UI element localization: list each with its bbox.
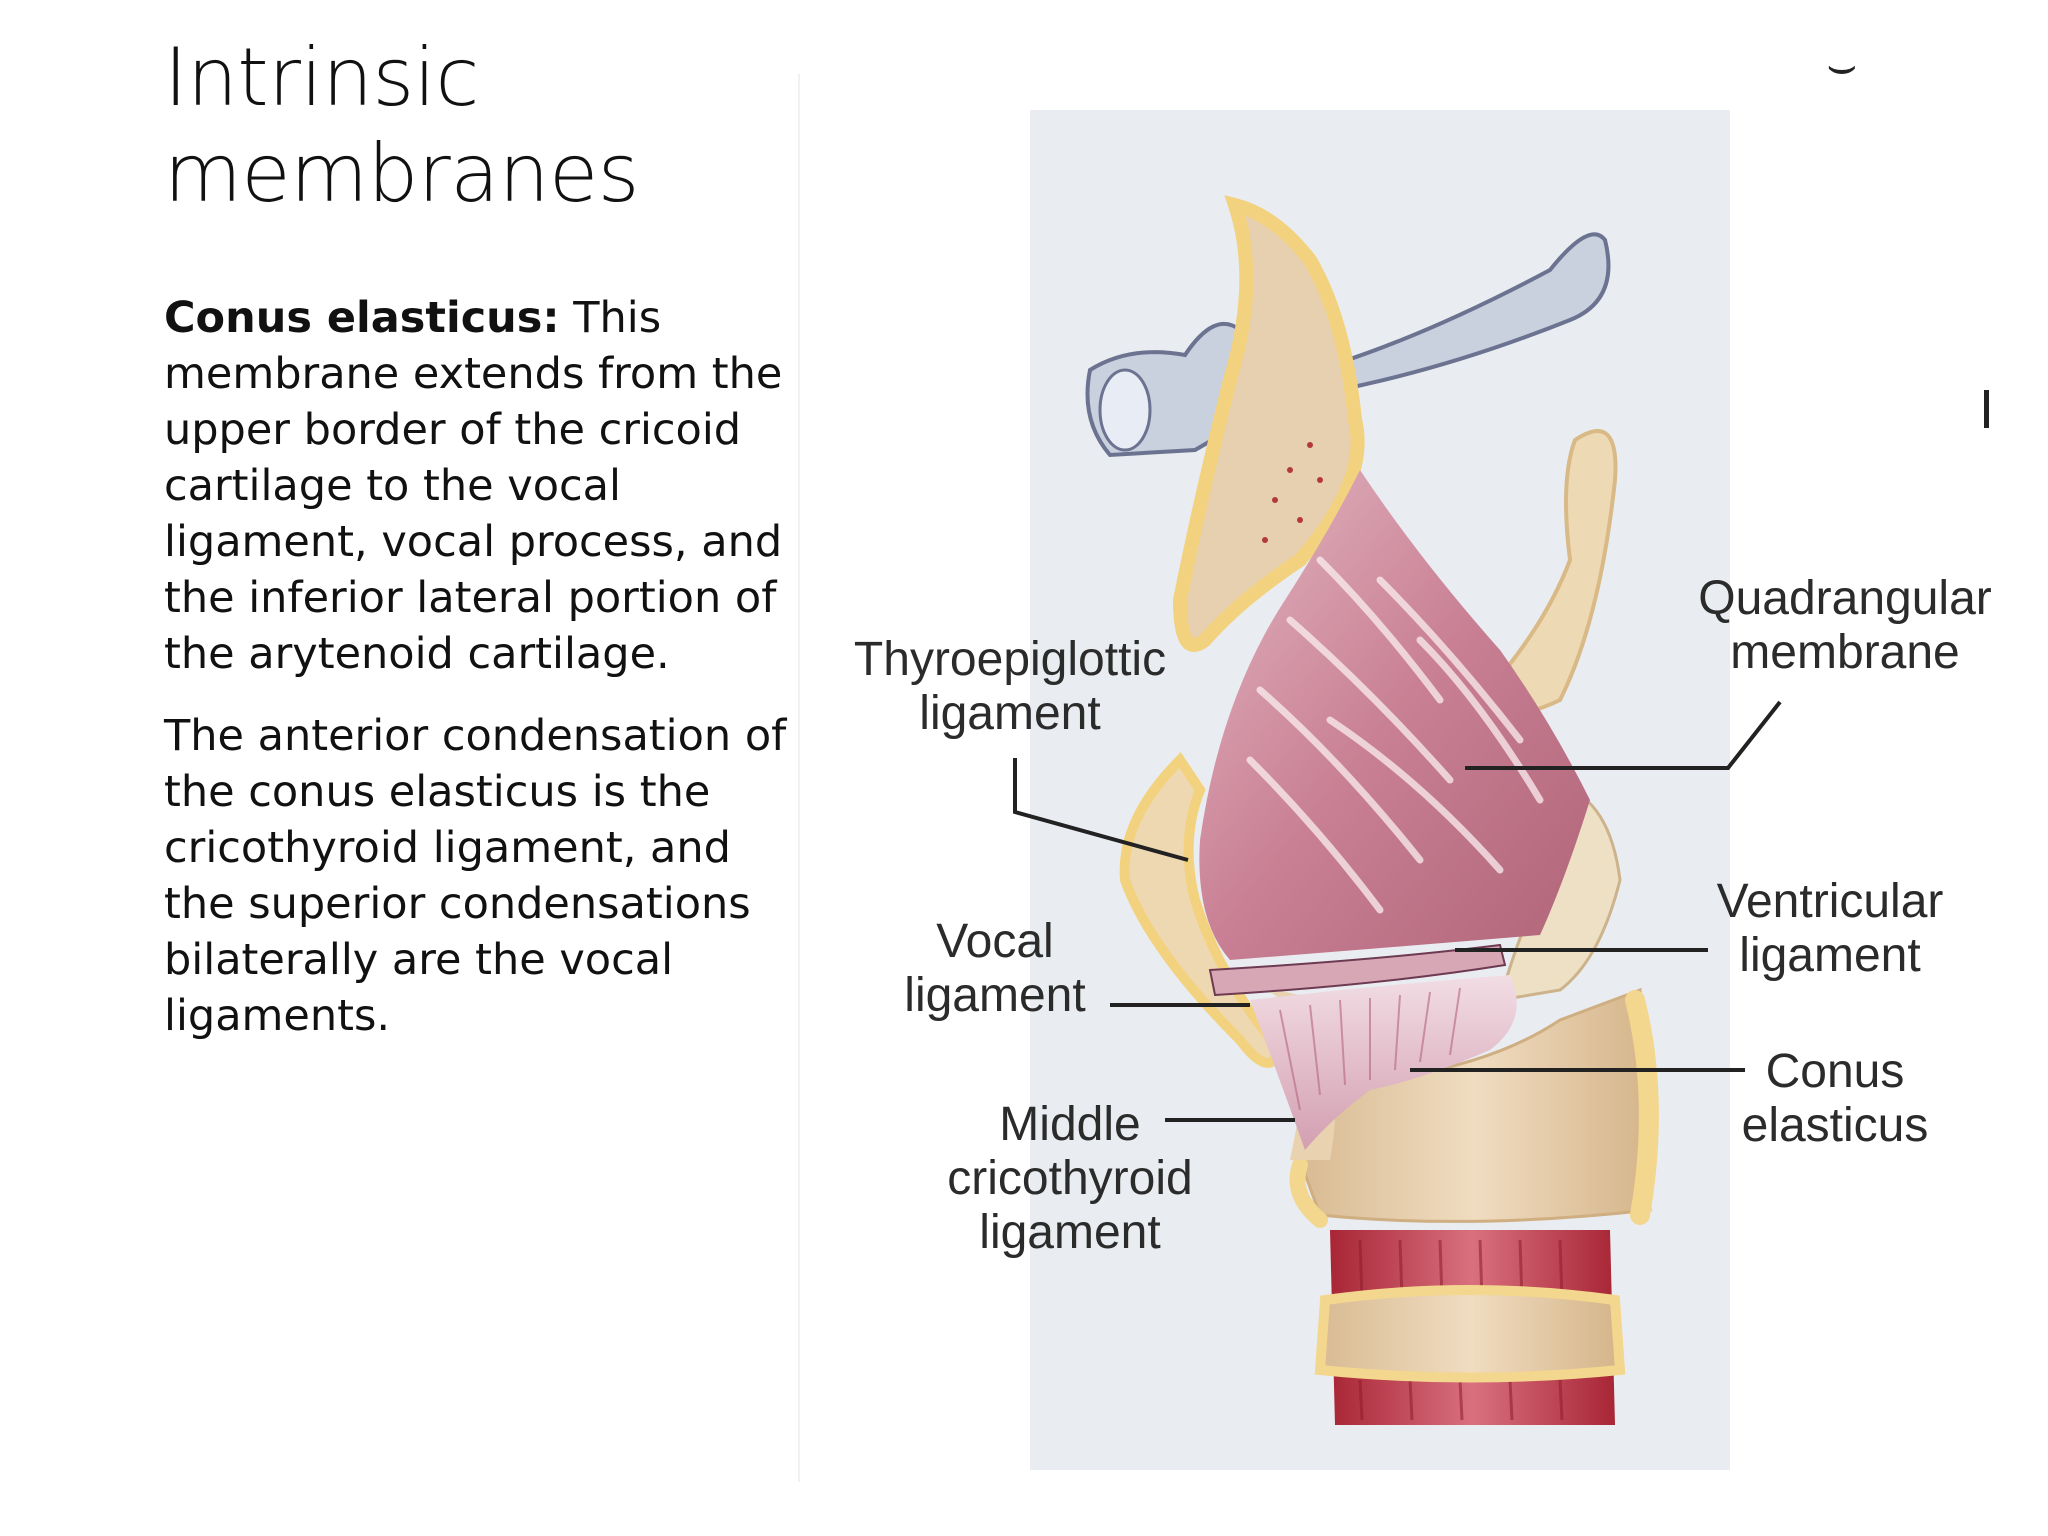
slide-title: Intrinsic membranes [164,31,639,220]
tracheal-ring [1314,1285,1626,1383]
slide-body: Conus elasticus: This membrane extends f… [164,290,804,1070]
leader-lines [1013,700,1782,1122]
label-ventricular-ligament: Ventricular ligament [1716,875,1944,982]
vocal-fold [1208,943,1507,997]
definition-conus-elasticus: This membrane extends from the upper bor… [164,293,783,679]
cropped-glyph-top: ⌣ [1826,39,1858,92]
term-conus-elasticus: Conus elasticus: [164,293,560,343]
conus-fibers [1279,987,1461,1111]
quadrangular-membrane [1199,470,1590,960]
leader-quadrangular [1465,700,1782,770]
label-conus-elasticus: Conus elasticus [1741,1045,1929,1152]
cropped-glyph-right [1984,390,1992,428]
cricoid-anterior-edge [1289,1157,1328,1228]
paragraph-condensations: The anterior condensation of the conus e… [164,711,787,1041]
hyoid-body-cut [1098,368,1152,452]
epiglottis [1172,195,1365,652]
paragraph-conus-elasticus: Conus elasticus: This membrane extends f… [164,290,804,682]
thyroid-cartilage-anterior [1119,752,1286,1068]
label-middle-cricothyroid-ligament: Middle cricothyroid ligament [947,1098,1193,1259]
epiglottis-pits [1262,442,1323,543]
trachea-striations [1358,1239,1564,1421]
conus-elasticus-membrane [1250,975,1517,1150]
label-thyroepiglottic-ligament: Thyroepiglottic ligament [853,633,1167,740]
leader-thyroepiglottic [1013,758,1189,862]
label-quadrangular-membrane: Quadrangular membrane [1698,572,1992,679]
membrane-fibers [1246,556,1544,914]
label-vocal-ligament: Vocal ligament [904,915,1086,1022]
cricoid-posterior-edge [1625,990,1659,1225]
column-divider [798,74,800,1482]
